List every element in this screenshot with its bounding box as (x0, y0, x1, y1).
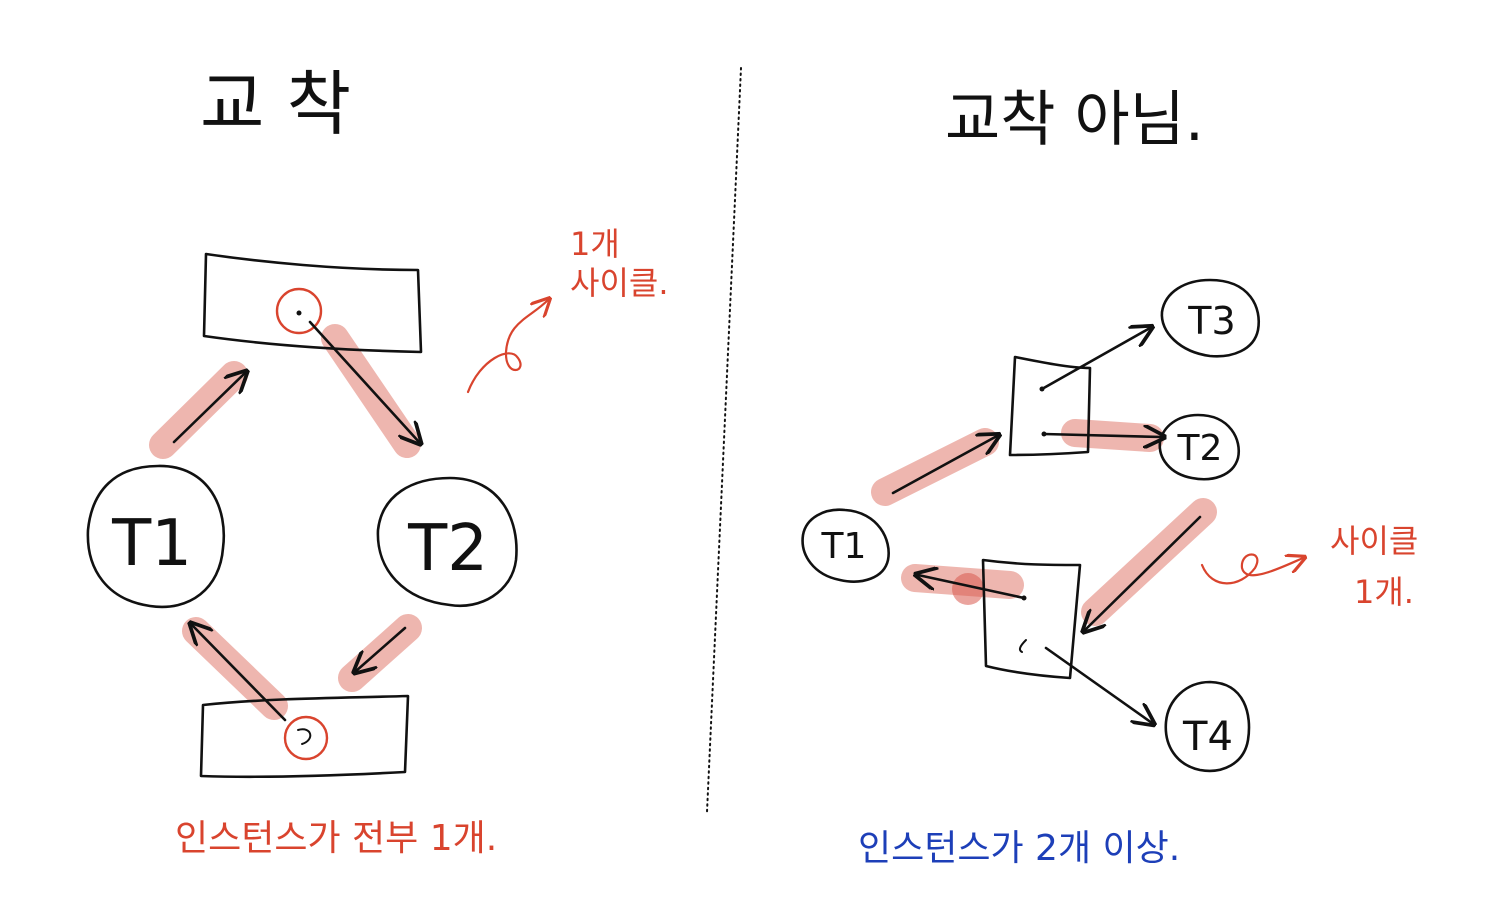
node-label-t4: T4 (1182, 714, 1233, 760)
edge-ra-assign-t2 (1042, 434, 1162, 437)
cycle-annotation-left: 1개 사이클. (466, 225, 669, 394)
edge-r1-assign-t2 (308, 320, 419, 442)
edge-t2-request-rb (1085, 515, 1202, 630)
annotation-right-line2: 1개. (1354, 573, 1414, 611)
annotation-left-line2: 사이클. (570, 264, 669, 302)
dotted-divider (706, 67, 742, 813)
edge-t1-request-r1 (172, 373, 245, 444)
instance-dot-top (296, 310, 302, 316)
node-label-t1: T1 (111, 507, 192, 581)
cycle-annotation-right: 사이클 1개. (1200, 522, 1418, 611)
edge-ra-assign-t3 (1040, 328, 1150, 391)
process-node-t1-right: T1 (801, 508, 890, 583)
resource-instance-bottom (283, 715, 329, 761)
edge-t2-request-r2 (356, 626, 407, 671)
edge-rb-assign-t1 (918, 575, 1026, 600)
process-node-t2-right: T2 (1158, 413, 1241, 481)
node-label-t2-right: T2 (1177, 428, 1223, 469)
edge-r2-assign-t1 (192, 625, 287, 722)
edge-rb-assign-t4 (1044, 646, 1152, 723)
process-node-t3: T3 (1160, 278, 1261, 358)
edge-t1-request-ra (891, 436, 997, 495)
right-panel-not-deadlock: 교착 아님. T1 T3 (801, 85, 1418, 869)
node-label-t3: T3 (1187, 299, 1235, 343)
annotation-left-line1: 1개 (570, 225, 620, 263)
annotation-right-pointer (1200, 553, 1303, 585)
left-title: 교 착 (200, 63, 351, 145)
resource-box-lower (981, 558, 1082, 680)
node-label-t2: T2 (407, 512, 488, 586)
process-node-t2: T2 (376, 476, 518, 608)
resource-box-upper (1008, 355, 1092, 457)
cycle-highlights (149, 324, 422, 720)
resource-box-bottom (199, 694, 410, 779)
left-panel-deadlock: 교 착 T1 T2 1개 사이클. (86, 63, 669, 859)
resource-box-top (202, 252, 423, 354)
right-title: 교착 아님. (945, 85, 1204, 155)
cycle-highlights-right (871, 419, 1217, 626)
node-label-t1-right: T1 (821, 526, 867, 567)
annotation-right-line1: 사이클 (1330, 522, 1418, 560)
right-caption: 인스턴스가 2개 이상. (858, 828, 1180, 869)
left-caption: 인스턴스가 전부 1개. (175, 818, 497, 859)
resource-instance-top (275, 287, 323, 335)
process-node-t1: T1 (86, 464, 226, 609)
annotation-left-pointer (466, 300, 548, 394)
process-node-t4: T4 (1164, 680, 1251, 773)
